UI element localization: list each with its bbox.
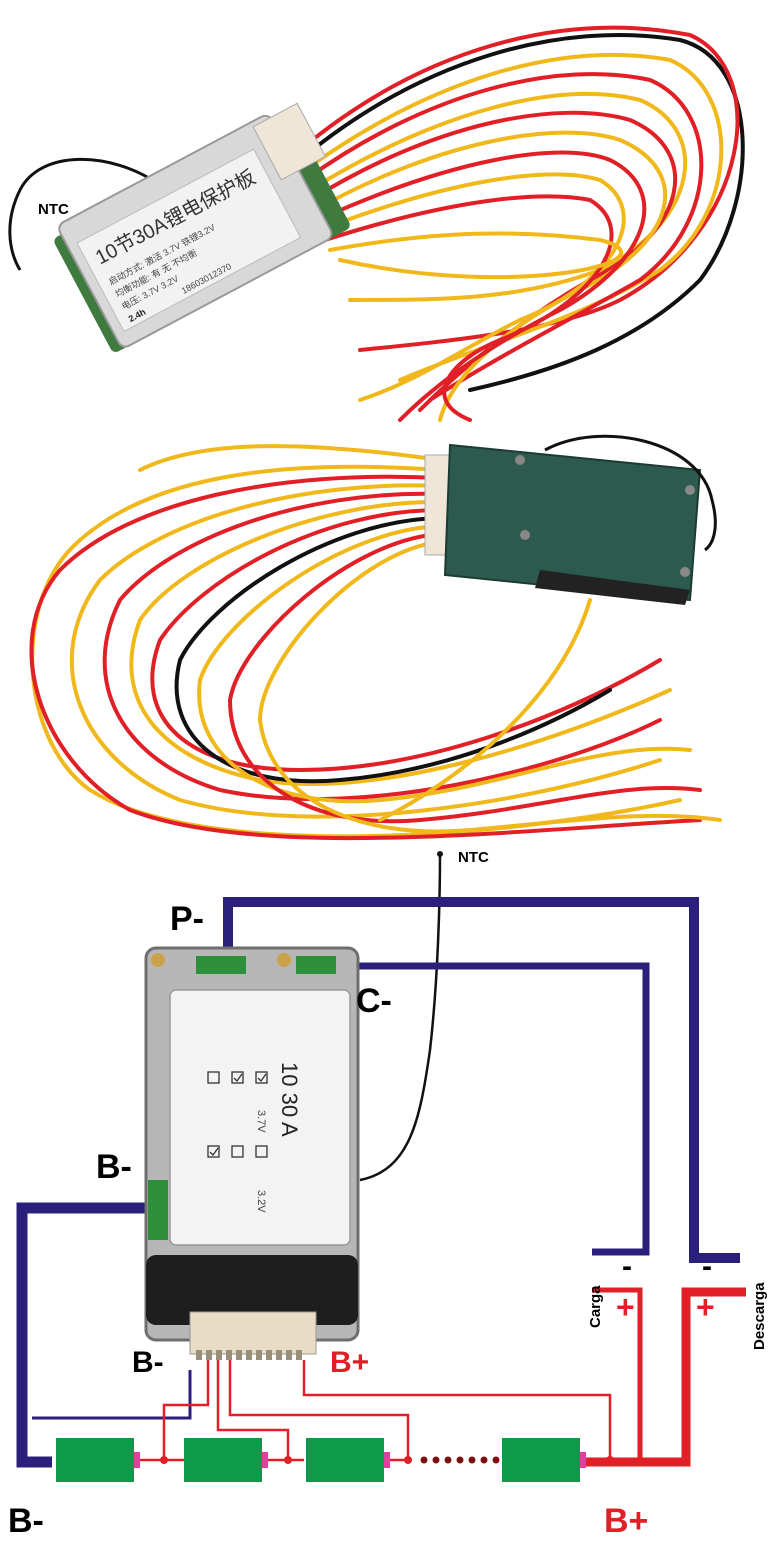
label-b-plus-connector: B+ [330, 1346, 369, 1379]
top-wire-bundle [298, 25, 745, 422]
middle-wire-bundle [29, 444, 722, 841]
top-ntc-wire [8, 157, 161, 271]
cell-n [502, 1438, 580, 1482]
middle-screw-1 [515, 455, 525, 465]
label-c-minus: C- [356, 982, 392, 1020]
negative-wiring [16, 897, 740, 1468]
battery-cells [56, 1438, 586, 1482]
board-rating: 10 30 A [277, 1062, 302, 1137]
board-voltage-2: 3.2V [255, 1190, 267, 1213]
label-b-plus-bottom: B+ [604, 1502, 648, 1540]
board-voltage-1: 3.7V [255, 1110, 267, 1133]
label-descarga: Descarga [751, 1282, 768, 1350]
cell-3 [306, 1438, 384, 1482]
middle-bms-photo [29, 434, 722, 841]
label-b-minus-bottom: B- [8, 1502, 44, 1540]
cell-1 [56, 1438, 134, 1482]
label-b-minus-side: B- [96, 1148, 132, 1186]
descarga-minus: - [702, 1250, 712, 1283]
positive-wiring [140, 1287, 746, 1467]
middle-ntc-wire [544, 434, 717, 552]
connector-pins [196, 1350, 302, 1360]
middle-screw-3 [520, 530, 530, 540]
label-b-minus-connector: B- [132, 1346, 164, 1379]
carga-plus: + [616, 1289, 635, 1325]
carga-minus: - [622, 1250, 632, 1283]
top-bms-photo: 10节30A锂电保护板 启动方式: 激活 3.7V 铁锂3.2V 均衡功能: 有… [8, 25, 745, 422]
middle-board-heatsink [535, 570, 690, 605]
middle-screw-4 [680, 567, 690, 577]
diagram-bms-board: 10 30 A 3.7V 3.2V [144, 946, 360, 1360]
descarga-plus: + [696, 1289, 715, 1325]
label-carga: Carga [587, 1285, 604, 1328]
cell-2 [184, 1438, 262, 1482]
top-board: 10节30A锂电保护板 启动方式: 激活 3.7V 铁锂3.2V 均衡功能: 有… [54, 102, 350, 352]
junction-dots [160, 1456, 614, 1464]
label-p-minus: P- [170, 900, 204, 938]
middle-board [443, 443, 702, 602]
diagram-ntc-bead [437, 851, 443, 857]
middle-screw-2 [685, 485, 695, 495]
top-ntc-label: NTC [38, 201, 69, 218]
wiring-diagram: NTC 10 30 A 3.7V 3.2V [8, 849, 768, 1540]
board-checkboxes [207, 1071, 268, 1158]
ellipsis-dots [420, 1456, 500, 1464]
diagram-ntc-label: NTC [458, 849, 489, 866]
